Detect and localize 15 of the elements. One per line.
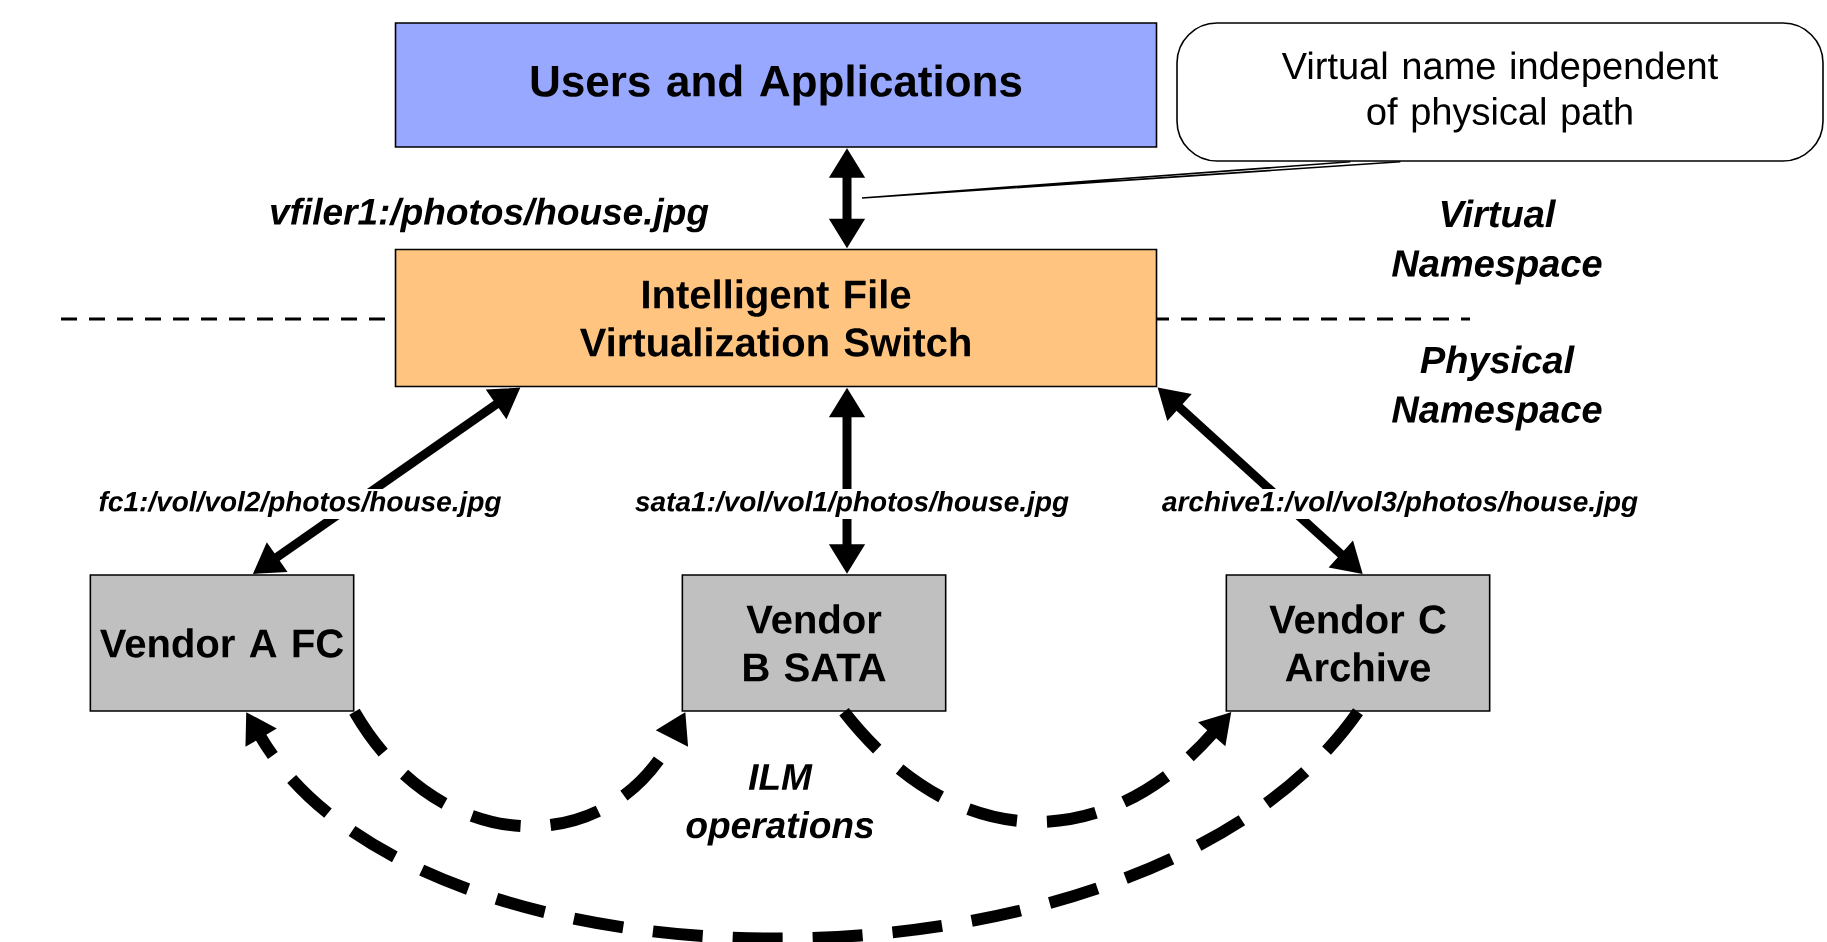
- namespace-label: Physical Namespace: [1392, 345, 1602, 431]
- leader-line: [861, 161, 1402, 199]
- storage-box: Vendor C Archive: [1225, 574, 1491, 712]
- arrow: [245, 707, 1363, 942]
- storage-box: Vendor B SATA: [681, 574, 947, 712]
- users-box: Users and Applications: [394, 22, 1158, 148]
- path-label: sata1:/vol/vol1/photos/house.jpg: [633, 488, 1072, 520]
- note-label: ILM operations: [686, 764, 874, 846]
- path-label: fc1:/vol/vol2/photos/house.jpg: [96, 488, 504, 520]
- path-label: archive1:/vol/vol3/photos/house.jpg: [1159, 488, 1641, 520]
- storage-box: Vendor A FC: [89, 574, 355, 712]
- switch-box: Intelligent File Virtualization Switch: [394, 248, 1158, 388]
- callout-bubble: Virtual name independent of physical path: [1176, 22, 1824, 162]
- path-label: vfiler1:/photos/house.jpg: [267, 195, 711, 235]
- namespace-label: Virtual Namespace: [1392, 199, 1602, 285]
